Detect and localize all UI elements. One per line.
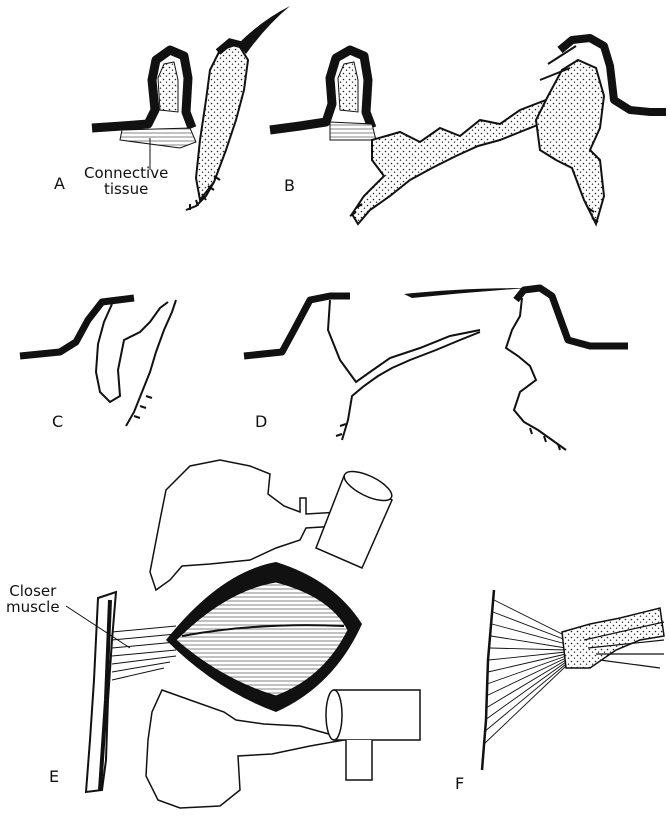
panel-f-drawing bbox=[482, 590, 664, 770]
panel-d-duct bbox=[342, 332, 480, 440]
closer-muscle-line2: muscle bbox=[6, 600, 60, 616]
panel-f-base-wall bbox=[482, 590, 494, 770]
panel-label-f: F bbox=[455, 776, 464, 793]
panel-label-a: A bbox=[54, 176, 65, 193]
panel-b-beads bbox=[350, 204, 598, 222]
panel-a-spine-tip bbox=[238, 6, 290, 54]
panel-f-tendon bbox=[562, 608, 664, 668]
panel-d-spine bbox=[404, 288, 528, 298]
panel-e-upper-lobe bbox=[150, 460, 340, 590]
panel-a-spine-column bbox=[196, 44, 248, 200]
panel-d-cuticle-right bbox=[516, 288, 628, 346]
panel-e-lower-lobe bbox=[146, 690, 344, 808]
panel-d-drawing bbox=[244, 288, 628, 450]
panel-c-drawing bbox=[20, 298, 176, 426]
panel-d-beads bbox=[336, 424, 560, 450]
panel-b-drawing bbox=[270, 38, 666, 224]
panel-d-papilla-wall bbox=[506, 298, 566, 450]
panel-c-cuticle bbox=[20, 298, 134, 356]
panel-a-connective-tissue bbox=[120, 128, 196, 148]
panel-b-papilla-body bbox=[536, 60, 604, 224]
panel-e-upper-cylinder bbox=[316, 466, 396, 568]
panel-label-d: D bbox=[255, 414, 267, 431]
connective-tissue-label: Connective tissue bbox=[84, 166, 168, 198]
panel-label-b: B bbox=[284, 178, 295, 195]
panel-label-c: C bbox=[52, 414, 63, 431]
closer-muscle-label: Closer muscle bbox=[6, 584, 60, 616]
panel-e-closer-muscle bbox=[112, 626, 176, 680]
panel-label-e: E bbox=[49, 769, 59, 786]
connective-tissue-line2: tissue bbox=[84, 182, 168, 198]
panel-f-muscle-fibres bbox=[484, 600, 566, 744]
panel-e-drawing bbox=[66, 460, 420, 808]
panel-b-connective bbox=[330, 122, 376, 140]
panel-b-tissue-band bbox=[352, 100, 550, 224]
panel-b-lobe bbox=[338, 62, 358, 112]
panel-e-lower-cylinder bbox=[326, 690, 420, 780]
panel-c-invagination bbox=[96, 302, 168, 402]
panel-a-lobe bbox=[158, 62, 178, 112]
